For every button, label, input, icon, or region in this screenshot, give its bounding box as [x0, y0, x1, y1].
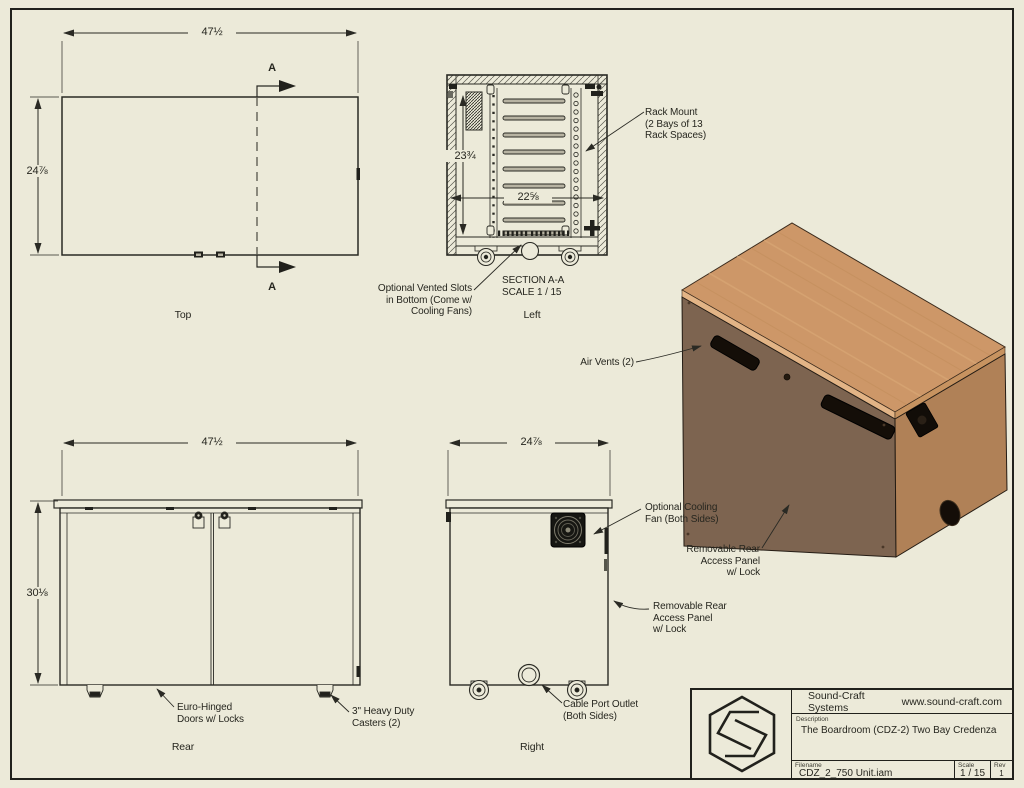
leader-lines [156, 111, 790, 713]
section-view-linework [446, 74, 608, 266]
rear-panel-iso-annotation: Removable Rear Access Panel w/ Lock [686, 544, 760, 578]
rear-height-dimension: 30⅛ [15, 587, 59, 599]
scale-value: 1 / 15 [959, 768, 986, 779]
rear-panel-right-annotation: Removable Rear Access Panel w/ Lock [653, 601, 727, 635]
description-label: Description [796, 716, 829, 723]
company-name: Sound-Craft Systems [808, 689, 865, 714]
left-view-label: Left [523, 309, 541, 321]
air-vents-annotation: Air Vents (2) [580, 357, 634, 368]
right-view-linework [445, 439, 613, 701]
description-value: The Boardroom (CDZ-2) Two Bay Credenza [801, 725, 997, 736]
rear-view-linework [30, 439, 363, 698]
top-view-linework [30, 29, 360, 273]
scale-label: Scale [958, 762, 975, 769]
iso-render [681, 222, 1008, 558]
section-scale: SCALE 1 / 15 [502, 287, 562, 298]
rev-label: Rev [994, 762, 1006, 769]
rev-value: 1 [999, 769, 1004, 778]
sound-craft-logo-icon [708, 695, 775, 773]
euro-doors-annotation: Euro-Hinged Doors w/ Locks [177, 702, 244, 725]
casters-annotation: 3" Heavy Duty Casters (2) [352, 706, 415, 729]
top-width-dimension: 47½ [188, 26, 236, 38]
section-letter-bottom: A [268, 281, 276, 293]
rack-mount-annotation: Rack Mount (2 Bays of 13 Rack Spaces) [645, 107, 707, 141]
section-height-dimension: 23¾ [444, 150, 486, 162]
top-view-label: Top [174, 309, 192, 321]
cooling-fan-annotation: Optional Cooling Fan (Both Sides) [645, 502, 719, 525]
section-width-dimension: 22⅝ [504, 191, 552, 203]
company-website: www.sound-craft.com [901, 695, 1002, 708]
company-logo-cell [692, 690, 792, 778]
top-depth-dimension: 24⅞ [15, 165, 59, 177]
vented-slots-annotation: Optional Vented Slots in Bottom (Come w/… [377, 283, 472, 317]
filename-value: CDZ_2_750 Unit.iam [799, 768, 893, 779]
cable-port-annotation: Cable Port Outlet (Both Sides) [563, 699, 639, 722]
right-view-label: Right [519, 741, 544, 753]
title-block: Sound-Craft Systems www.sound-craft.com … [690, 688, 1014, 780]
section-title: SECTION A-A [502, 275, 565, 286]
rear-width-dimension: 47½ [188, 436, 236, 448]
filename-label: Filename [795, 762, 822, 769]
rear-view-label: Rear [171, 741, 195, 753]
sheet-border [10, 8, 1014, 780]
section-letter-top: A [268, 62, 276, 74]
right-depth-dimension: 24⅞ [507, 436, 555, 448]
title-block-info: Sound-Craft Systems www.sound-craft.com … [792, 689, 1012, 779]
